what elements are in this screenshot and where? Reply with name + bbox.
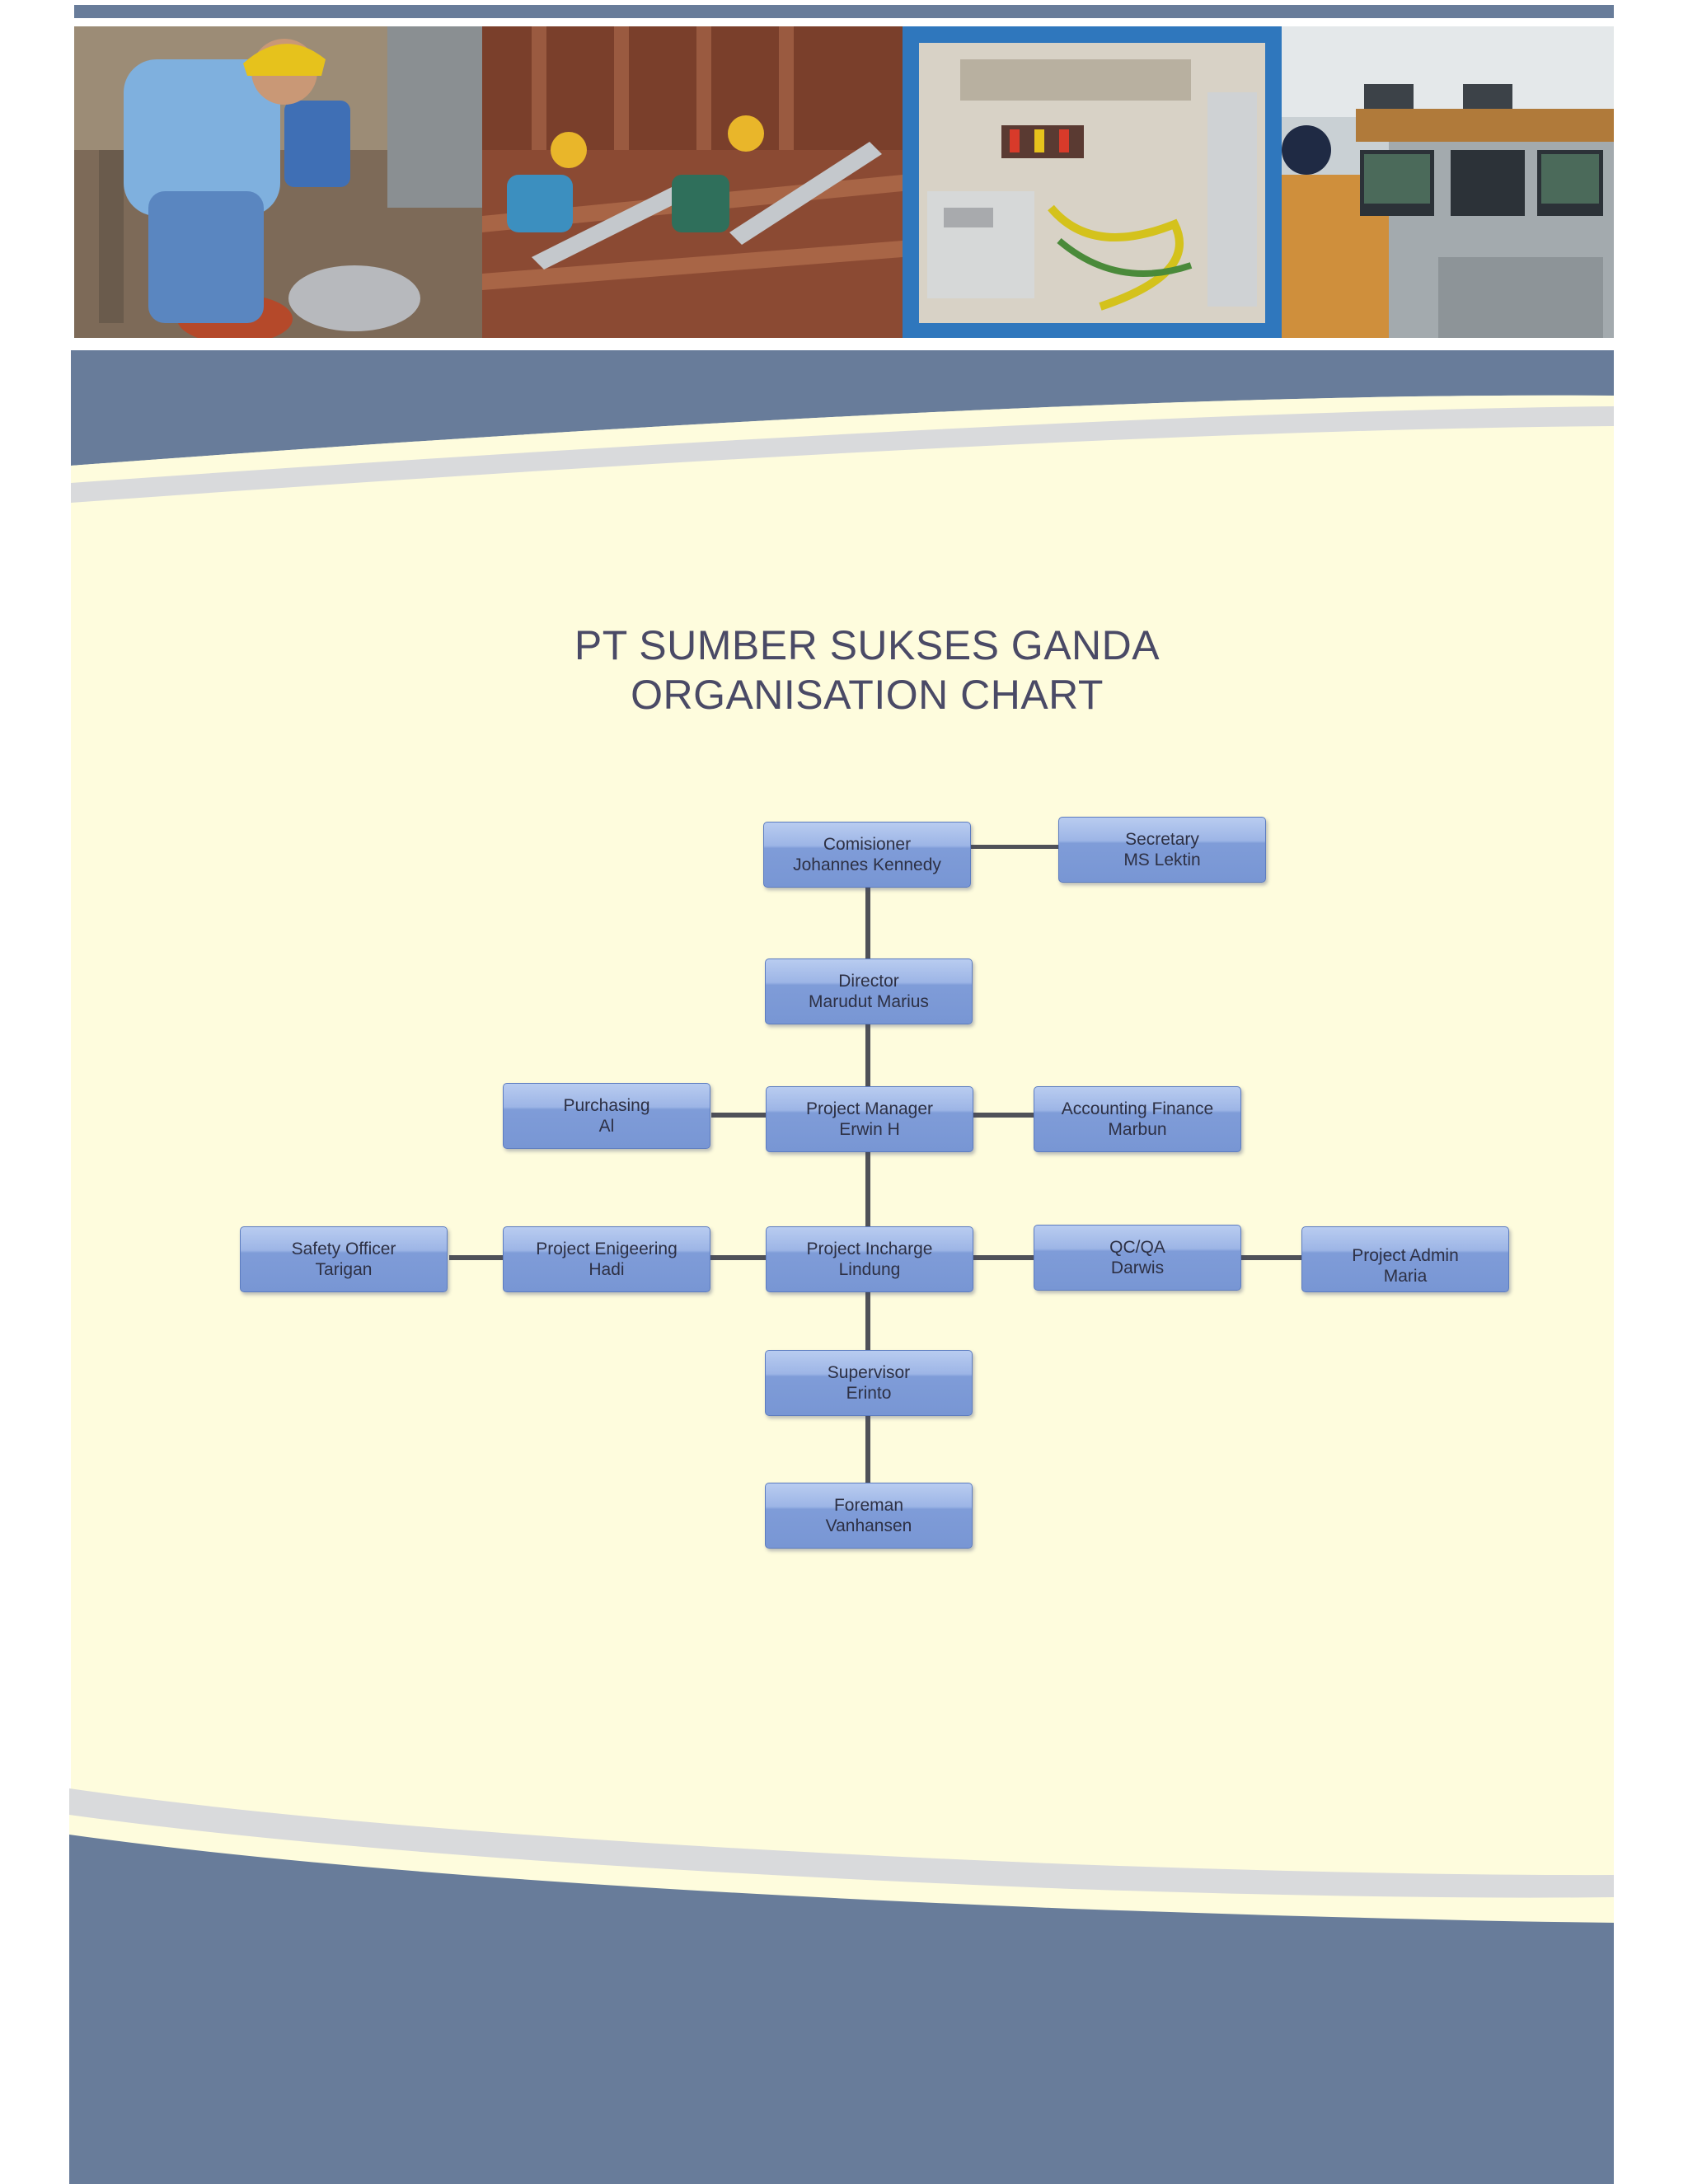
node-accounting-finance: Accounting Finance Marbun (1034, 1086, 1241, 1152)
node-foreman: Foreman Vanhansen (765, 1483, 973, 1549)
worker-painting-photo (74, 26, 482, 338)
connector-project-manager-accounting (973, 1113, 1035, 1118)
node-person: Vanhansen (825, 1516, 912, 1535)
node-person: Maria (1383, 1267, 1428, 1286)
node-person: Marudut Marius (809, 992, 929, 1011)
node-supervisor: Supervisor Erinto (765, 1350, 973, 1416)
connector-director-project-manager (865, 1024, 870, 1087)
node-person: Al (598, 1117, 615, 1136)
node-project-incharge: Project Incharge Lindung (766, 1226, 973, 1292)
electrical-panel-photo (903, 26, 1282, 338)
connector-incharge-qcqa (973, 1255, 1034, 1260)
node-director: Director Marudut Marius (765, 958, 973, 1024)
node-role: Comisioner (823, 835, 912, 854)
node-role: Project Enigeering (536, 1240, 678, 1258)
node-role: Foreman (833, 1496, 904, 1515)
connector-incharge-supervisor (865, 1291, 870, 1351)
node-project-admin: Project Admin Maria (1301, 1226, 1509, 1292)
connector-purchasing-project-manager (711, 1113, 766, 1118)
node-person: MS Lektin (1123, 851, 1201, 869)
node-role: Project Admin (1352, 1246, 1459, 1265)
node-project-engineering: Project Enigeering Hadi (503, 1226, 710, 1292)
node-qc-qa: QC/QA Darwis (1034, 1225, 1241, 1291)
node-role: Project Manager (805, 1099, 934, 1118)
node-role: QC/QA (1109, 1238, 1165, 1257)
control-room-photo (1282, 26, 1614, 338)
node-person: Marbun (1108, 1120, 1167, 1139)
node-role: Secretary (1125, 830, 1199, 849)
node-person: Lindung (838, 1260, 901, 1279)
connector-safety-project-engineering (449, 1255, 503, 1260)
connector-project-manager-project-incharge (865, 1152, 870, 1226)
connector-comisioner-director (865, 887, 870, 959)
node-role: Project Incharge (806, 1240, 933, 1258)
node-person: Tarigan (315, 1260, 373, 1279)
node-safety-officer: Safety Officer Tarigan (240, 1226, 448, 1292)
node-person: Darwis (1110, 1258, 1165, 1277)
node-person: Erwin H (839, 1120, 900, 1139)
node-person: Hadi (588, 1260, 625, 1279)
connector-qcqa-project-admin (1241, 1255, 1301, 1260)
node-role: Accounting Finance (1061, 1099, 1214, 1118)
chart-title-line-2: ORGANISATION CHART (631, 672, 1104, 718)
node-comisioner: Comisioner Johannes Kennedy (763, 822, 971, 888)
connector-supervisor-foreman (865, 1416, 870, 1483)
node-purchasing: Purchasing Al (503, 1083, 710, 1149)
connector-project-engineering-incharge (710, 1255, 766, 1260)
hull-welding-photo (482, 26, 903, 338)
node-role: Director (838, 972, 899, 991)
node-project-manager: Project Manager Erwin H (766, 1086, 973, 1152)
chart-title-line-1: PT SUMBER SUKSES GANDA (574, 622, 1160, 668)
node-person: Erinto (846, 1384, 892, 1403)
node-role: Safety Officer (291, 1240, 396, 1258)
node-role: Supervisor (827, 1363, 911, 1382)
node-person: Johannes Kennedy (793, 855, 941, 874)
node-secretary: Secretary MS Lektin (1058, 817, 1266, 883)
connector-comisioner-secretary (971, 845, 1060, 849)
node-role: Purchasing (563, 1096, 650, 1115)
